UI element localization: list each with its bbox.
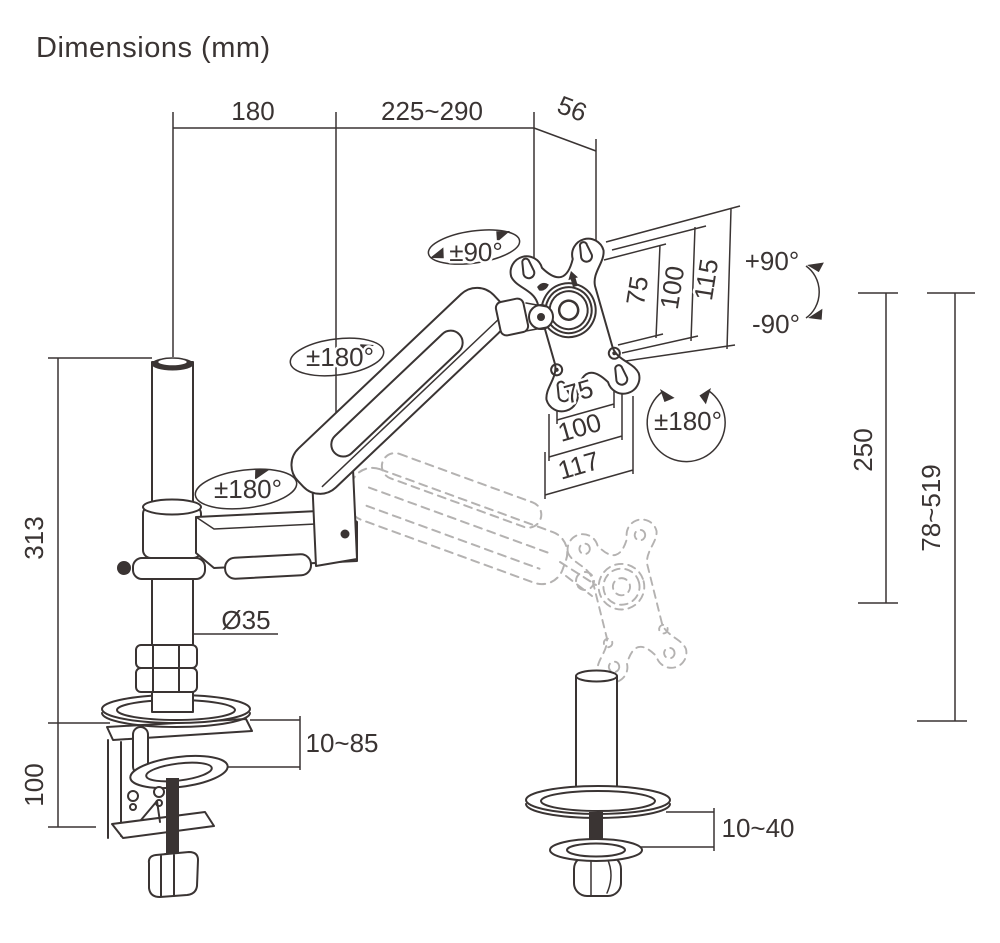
vesa-vertical-dims [603, 205, 741, 362]
rotation-label-pm180-lower: ±180° [214, 474, 282, 504]
pole [117, 357, 206, 713]
clamp-screw-rod [166, 778, 179, 860]
dim-250-line [858, 292, 898, 604]
vesa-plate [509, 237, 641, 413]
ghost-arm-lowered-position [345, 452, 688, 684]
dim-10-85-bracket [217, 716, 301, 770]
page-title: Dimensions (mm) [36, 32, 271, 64]
dim-label-78-519: 78~519 [916, 464, 946, 551]
dim-left-lines [48, 357, 152, 828]
tilt-arrow [805, 265, 820, 319]
lower-arm-swivel-arrow [194, 468, 298, 510]
cable-clip [224, 553, 313, 580]
keyhole-slot [556, 380, 571, 403]
upper-arm [290, 286, 507, 495]
rotation-label-minus90: -90° [752, 309, 800, 339]
dim-78-519-line [917, 292, 975, 722]
grommet-hook [573, 855, 622, 897]
rotation-arrowhead-icon [699, 388, 711, 405]
vesa-dim-label-75v: 75 [620, 274, 654, 307]
monitor-arm-drawing [101, 237, 641, 898]
head-swivel-arrow [427, 229, 521, 265]
keyhole-slot [578, 241, 593, 263]
up-arrow-icon [568, 271, 578, 288]
dim-label-100-left: 100 [19, 763, 49, 806]
rotation-label-pm90: ±90° [449, 237, 503, 267]
rotation-arrowhead-icon [254, 468, 269, 480]
rotation-arrowhead-icon [430, 247, 444, 259]
vesa-dim-label-100h: 100 [555, 407, 605, 448]
rotation-arrowhead-icon [808, 308, 823, 320]
ghost-vesa-plate [566, 518, 688, 684]
keyhole-slot [521, 257, 536, 280]
rotation-arrowhead-icon [496, 231, 510, 243]
vesa-dim-label-100v: 100 [654, 264, 690, 312]
dim-label-10-40: 10~40 [721, 813, 794, 843]
dim-label-180: 180 [231, 96, 274, 126]
rotation-arrowhead-icon [807, 262, 824, 273]
rotation-label-plus90: +90° [745, 246, 800, 276]
dim-label-56: 56 [553, 89, 591, 127]
keyhole-slot [614, 364, 629, 386]
collar-screw [117, 561, 131, 575]
dim-label-313: 313 [19, 516, 49, 559]
rotation-arrowhead-icon [360, 344, 374, 356]
dim-label-225-290: 225~290 [381, 96, 483, 126]
dim-label-250: 250 [848, 428, 878, 471]
rotation-label-pm180-vesa: ±180° [654, 406, 722, 436]
grommet-mount [525, 669, 671, 897]
upper-arm-swivel-arrow [289, 337, 385, 377]
vesa-dim-label-115v: 115 [688, 257, 724, 303]
dim-label-o35: Ø35 [221, 605, 270, 635]
rotation-arrowhead-icon [660, 389, 675, 403]
desk-clamp [107, 726, 229, 898]
dim-label-10-85: 10~85 [305, 728, 378, 758]
vesa-dim-label-117: 117 [554, 445, 602, 485]
grommet-ring [549, 838, 643, 862]
rotation-label-pm180-upper: ±180° [306, 342, 374, 372]
vesa-rotation-arrow [646, 390, 726, 463]
tilt-joint [494, 297, 554, 337]
rotation-annotations [194, 229, 824, 510]
